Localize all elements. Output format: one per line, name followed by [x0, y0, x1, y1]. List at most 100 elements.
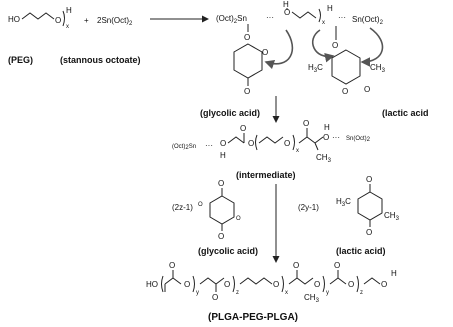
step2-glycolide-ring [209, 195, 235, 225]
peg-label: (PEG) [8, 55, 33, 65]
peg-x-subscript: x [66, 24, 69, 30]
glycolide-o-bottom: O [244, 87, 250, 96]
product-o-4: O [224, 280, 230, 289]
peg-bracket [62, 10, 65, 27]
glycolide-ring [233, 43, 263, 79]
step2-lactide: (2y-1) O H3C CH3 O [298, 175, 400, 237]
glycolide-o-carbonyl: O [244, 33, 250, 42]
product-z-subscript-2: z [360, 290, 363, 296]
lactide-ring [331, 49, 361, 85]
step2-glycolide-o-bottom: O [218, 232, 224, 241]
product-y-subscript: y [196, 290, 199, 296]
step2-lactide-h3c: H3C [336, 197, 351, 208]
complex-dots: ··· [266, 13, 274, 22]
intermediate-o2: O [240, 124, 246, 133]
intermediate-bracket-open [255, 134, 258, 151]
step2-glycolide-o-top: O [218, 179, 224, 188]
product-o-1: O [169, 261, 175, 270]
lactic-acid-label-2: (lactic acid) [336, 246, 386, 256]
product-y-subscript-2: y [326, 290, 329, 296]
peg-o-text: O [55, 16, 61, 25]
lactic-acid-label-1: (lactic acid [382, 108, 429, 118]
product-o-7: O [314, 280, 320, 289]
intermediate-structure: (Oct)2Sn ··· O H O O O x O CH3 O H ··· S… [172, 119, 371, 164]
step2-lactide-ch3: CH3 [384, 211, 400, 222]
product-o-10: O [381, 280, 387, 289]
lactide-o-top: O [332, 41, 338, 50]
intermediate-h: H [220, 151, 226, 160]
product-o-6: O [293, 261, 299, 270]
intermediate-label: (intermediate) [236, 170, 296, 180]
lactide-o-ring: O [342, 87, 348, 96]
intermediate-peg-bond [258, 136, 284, 144]
intermediate-oct2sn: (Oct)2Sn [172, 144, 196, 151]
intermediate-o1: O [220, 139, 226, 148]
complex-h-top: H [283, 0, 289, 9]
product-bracket-2-close [232, 275, 235, 293]
complex-o-top: O [284, 8, 290, 17]
complex-x-subscript: x [322, 20, 325, 26]
step2-glycolide-o-right: O [236, 216, 241, 222]
step2-lactide-ring [357, 191, 383, 221]
peg-ho-text: HO [8, 15, 20, 24]
intermediate-o-right: O [323, 133, 329, 142]
intermediate-sn-oct2: Sn(Oct)2 [346, 136, 371, 143]
product-bracket-1-open [161, 275, 164, 293]
intermediate-h-right: H [324, 123, 330, 132]
catalyst-label: (stannous octoate) [60, 55, 141, 65]
product-bond-1 [164, 277, 182, 285]
complex-sn-oct2: Sn(Oct)2 [352, 15, 384, 26]
peg-chain-bond [21, 12, 55, 20]
intermediate-dots-left: ··· [205, 141, 213, 150]
complex-oct2sn: (Oct)2Sn [216, 14, 247, 25]
product-bracket-4-close [322, 275, 325, 293]
intermediate-o4: O [284, 139, 290, 148]
intermediate-o3: O [248, 139, 254, 148]
product-peg-bond [239, 277, 273, 285]
product-structure: HO O O y O O z O x O CH3 O y O O z O H [146, 261, 397, 304]
coordination-complex: (Oct)2Sn ··· O H x H ··· Sn(Oct)2 O O O … [216, 0, 386, 96]
glycolic-acid-label-1: (glycolic acid) [200, 108, 260, 118]
product-h-end: H [391, 269, 397, 278]
glycolic-acid-label-2: (glycolic acid) [198, 246, 258, 256]
catalyst-formula: 2Sn(Oct)2 [97, 16, 133, 27]
peg-structure: HO O H x [8, 6, 72, 30]
product-bond-2 [199, 277, 225, 285]
product-ch3: CH3 [304, 293, 320, 304]
product-bond-5 [363, 277, 381, 285]
glycolide-o-ring: O [262, 48, 268, 57]
product-o-3: O [212, 293, 218, 302]
intermediate-x-subscript: x [296, 148, 299, 154]
step2-glycolide-o-left: O [198, 202, 203, 208]
curl-arrow-left [264, 29, 294, 70]
complex-peg-bond [291, 11, 317, 19]
step2-glycolide: (2z-1) O O O O [172, 179, 241, 241]
product-bracket-1-close [192, 275, 195, 293]
product-o-8: O [334, 261, 340, 270]
product-ho: HO [146, 280, 158, 289]
product-bracket-3-close [281, 275, 284, 293]
lactide-coefficient: (2y-1) [298, 203, 319, 212]
intermediate-bond-2 [298, 136, 316, 144]
intermediate-bond-3 [314, 136, 324, 144]
curl-arrow-right-a [311, 29, 335, 63]
intermediate-bond-1 [227, 136, 245, 144]
step2-lactide-o-top: O [366, 175, 372, 184]
lactide-h3c: H3C [308, 63, 323, 74]
lactide-ch3: CH3 [370, 63, 386, 74]
product-o-9: O [348, 280, 354, 289]
product-z-subscript: z [236, 290, 239, 296]
intermediate-ch3: CH3 [316, 153, 332, 164]
product-bracket-5-close [356, 275, 359, 293]
complex-bracket [318, 8, 321, 23]
product-bond-3 [288, 277, 314, 285]
product-o-5: O [273, 280, 279, 289]
product-bond-4 [329, 277, 347, 285]
product-x-subscript: x [285, 290, 288, 296]
peg-h-text: H [66, 6, 72, 15]
intermediate-ch3-bond [314, 142, 319, 151]
complex-dots-right: ··· [338, 13, 346, 22]
step2-lactide-o-bottom: O [366, 228, 372, 237]
